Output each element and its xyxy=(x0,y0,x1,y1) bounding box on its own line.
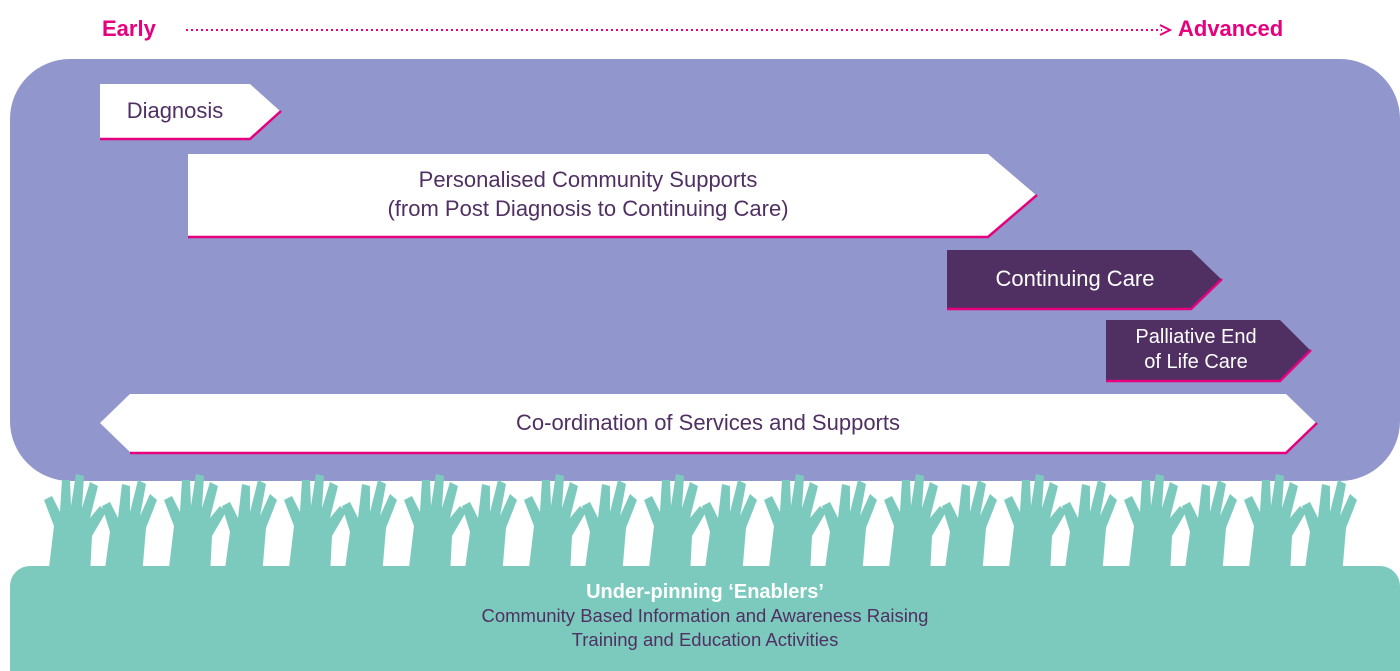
palliative-care-arrow-shape xyxy=(1106,320,1312,383)
hand-pair-2 xyxy=(164,474,277,576)
enablers-text-block: Under-pinning ‘Enablers’ Community Based… xyxy=(10,580,1400,652)
timeline-end-label: Advanced xyxy=(1178,16,1284,41)
diagnosis-arrow-shape xyxy=(100,84,282,141)
hand-pair-4 xyxy=(404,474,517,576)
continuing-care-arrow-shape xyxy=(947,250,1223,311)
personalised-supports-arrow-shape xyxy=(188,154,1038,239)
enablers-panel xyxy=(10,566,1400,671)
continuing-care-label: Continuing Care xyxy=(995,265,1155,291)
enablers-line-training: Training and Education Activities xyxy=(571,629,839,650)
diagnosis-label: Diagnosis xyxy=(126,97,224,123)
palliative-care-label: Palliative End of Life Care xyxy=(1106,320,1286,380)
enablers-title: Under-pinning ‘Enablers’ xyxy=(586,581,824,603)
coordination-arrow-shape xyxy=(100,394,1318,455)
hand-pair-6 xyxy=(644,474,757,576)
hand-pair-5 xyxy=(524,474,637,576)
palliative-care-line2: of Life Care xyxy=(1144,351,1248,373)
hand-pair-8 xyxy=(884,474,997,576)
coordination-label: Co-ordination of Services and Supports xyxy=(516,409,900,435)
hand-pair-11 xyxy=(1244,474,1357,576)
personalised-supports-label: Personalised Community Supports (from Po… xyxy=(188,154,988,236)
hand-pair-10 xyxy=(1124,474,1237,576)
timeline-start-label: Early xyxy=(102,16,156,41)
enablers-line-community: Community Based Information and Awarenes… xyxy=(481,605,929,626)
hand-pair-3 xyxy=(284,474,397,576)
hand-pair-1 xyxy=(44,474,157,576)
hand-pair-9 xyxy=(1004,474,1117,576)
hand-pair-7 xyxy=(764,474,877,576)
palliative-care-line1: Palliative End xyxy=(1135,326,1257,348)
raised-hands-illustration xyxy=(44,474,1357,576)
personalised-supports-subtitle: (from Post Diagnosis to Continuing Care) xyxy=(387,196,789,221)
personalised-supports-title: Personalised Community Supports xyxy=(418,167,758,193)
timeline-arrow xyxy=(186,24,1173,36)
